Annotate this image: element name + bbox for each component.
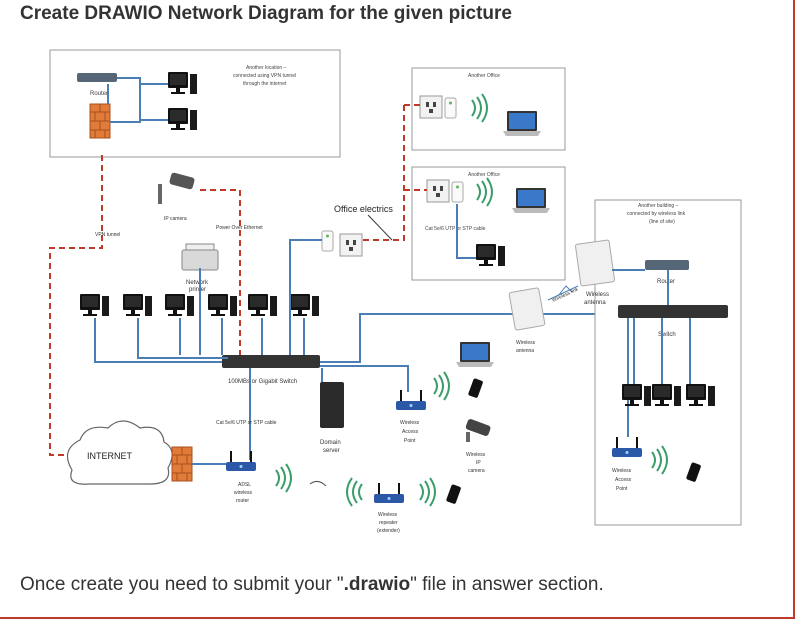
network-diagram: Router Another location – connected usin…: [49, 49, 742, 534]
remote-note-line3: through the internet: [243, 81, 287, 87]
wireless-link-label: Wireless link: [551, 286, 579, 304]
wireless-antenna-line1: Wireless: [516, 340, 536, 346]
building-switch: [618, 305, 728, 318]
page-title: Create DRAWIO Network Diagram for the gi…: [20, 3, 512, 24]
building-wap-line1: Wireless: [612, 468, 632, 474]
office-2-socket: [426, 179, 450, 203]
internet-cloud: [66, 420, 173, 485]
main-socket: [339, 233, 363, 257]
building-note-line2: connected by wireless link: [627, 211, 686, 217]
adsl-line3: router: [236, 498, 249, 504]
main-switch-label: 100MBs or Gigabit Switch: [228, 379, 297, 385]
submission-instruction: Once create you need to submit your ".dr…: [20, 574, 604, 596]
wireless-ip-camera-line1: Wireless: [466, 452, 486, 458]
lan-pc-6: [290, 294, 319, 316]
instruction-before: Once create you need to submit your ": [20, 574, 344, 595]
lan-wap-icon: [395, 389, 427, 411]
building-wap-line3: Point: [616, 486, 628, 492]
internet-label: INTERNET: [87, 451, 133, 461]
instruction-after: " file in answer section.: [410, 574, 604, 595]
main-powerline-adapter: [321, 230, 334, 252]
repeater-wifi-out-icon: [419, 477, 436, 507]
office-1-socket: [419, 95, 443, 119]
lan-pc-3: [165, 294, 194, 316]
office-2-cable-label: Cat 5e/6 UTP or STP cable: [425, 226, 486, 232]
lan-laptop: [456, 342, 494, 367]
lan-phone: [467, 378, 484, 399]
main-switch: [222, 355, 320, 368]
instruction-file-ext: .drawio: [343, 574, 411, 595]
adsl-line2: wireless: [234, 490, 253, 496]
building-antenna-line1: Wireless: [586, 292, 609, 298]
lan-pc-4: [208, 294, 237, 316]
domain-server-icon: [320, 382, 344, 428]
lan-cable-label: Cat 5e/6 UTP or STP cable: [216, 420, 277, 426]
wireless-ip-camera-icon: [465, 419, 491, 442]
repeater-line1: Wireless: [378, 512, 398, 518]
repeater-wifi-in-icon: [346, 477, 363, 507]
wireless-antenna-icon: [508, 287, 546, 331]
vpn-tunnel-label: VPN tunnel: [95, 232, 120, 238]
office-2-laptop: [512, 188, 550, 213]
poe-label: Power Over Ethernet: [216, 225, 263, 231]
adsl-line1: ADSL: [238, 482, 251, 488]
remote-router-label: Router: [90, 91, 108, 97]
lan-wap-line2: Access: [402, 429, 419, 435]
adsl-router-icon: [225, 450, 257, 472]
building-router: [645, 260, 689, 270]
office-electrics-label: Office electrics: [334, 204, 393, 214]
office-2-powerline-adapter: [451, 181, 464, 203]
repeater-line3: (extender): [377, 528, 400, 534]
network-printer-line2: printer: [189, 287, 206, 293]
building-wap-line2: Access: [615, 477, 632, 483]
building-antenna-line2: antenna: [584, 300, 606, 306]
building-antenna-icon: [575, 239, 615, 287]
lan-pc-1: [80, 294, 109, 316]
building-note-line1: Another building –: [638, 203, 679, 209]
building-box: [594, 199, 742, 526]
office-2-title: Another Office: [468, 172, 500, 178]
office-1-laptop: [503, 111, 541, 136]
building-switch-label: Switch: [658, 332, 676, 338]
domain-server-line2: server: [323, 448, 340, 454]
network-printer-icon: [181, 243, 219, 271]
wireless-ip-camera-line2: IP: [476, 460, 481, 466]
lan-wap-line3: Point: [404, 438, 416, 444]
office-1-powerline-adapter: [444, 97, 457, 119]
ip-camera-label: IP camera: [164, 216, 187, 222]
domain-server-line1: Domain: [320, 440, 341, 446]
building-router-label: Router: [657, 279, 675, 285]
lan-wap-wifi-icon: [433, 371, 450, 401]
repeater-icon: [373, 482, 405, 504]
lan-wap-line1: Wireless: [400, 420, 420, 426]
internet-firewall-icon: [171, 446, 193, 482]
ip-camera-icon: [158, 172, 195, 204]
wireless-ip-camera-line3: camera: [468, 468, 485, 474]
remote-note-line1: Another location –: [246, 65, 287, 71]
office-1-title: Another Office: [468, 73, 500, 79]
building-note-line3: (line of site): [649, 219, 675, 225]
repeater-line2: repeater: [379, 520, 398, 526]
remote-router: [77, 73, 117, 82]
lan-pc-5: [248, 294, 277, 316]
adsl-wifi-icon: [275, 463, 292, 493]
remote-note-line2: connected using VPN tunnel: [233, 73, 296, 79]
lan-pc-2: [123, 294, 152, 316]
network-printer-line1: Network: [186, 280, 209, 286]
wireless-antenna-line2: antenna: [516, 348, 534, 354]
remote-firewall-icon: [89, 103, 111, 139]
repeater-phone: [445, 484, 462, 505]
